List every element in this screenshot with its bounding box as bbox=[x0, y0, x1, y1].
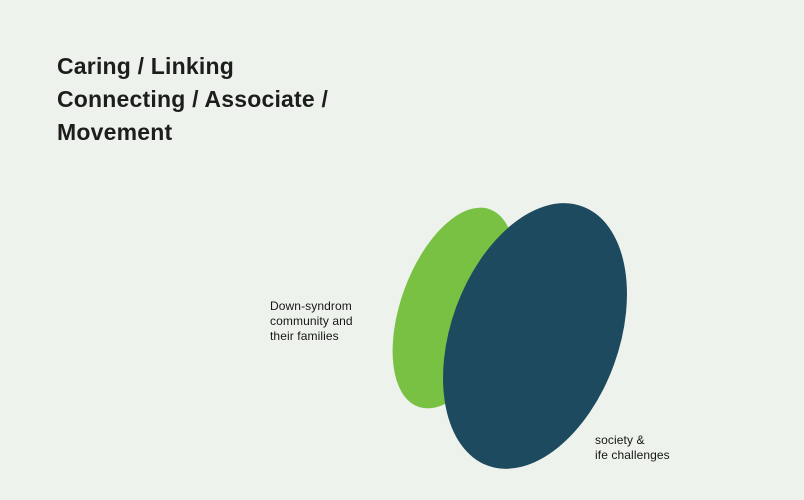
label-left-line-2: community and bbox=[270, 314, 353, 328]
label-left-line-3: their families bbox=[270, 329, 339, 343]
slide-title-line-2: Connecting / Associate / bbox=[57, 86, 329, 112]
dark-ellipse bbox=[443, 203, 627, 469]
label-right-line-1: society & bbox=[595, 433, 645, 447]
slide-title: Caring / Linking Connecting / Associate … bbox=[57, 50, 328, 149]
slide-title-line-1: Caring / Linking bbox=[57, 53, 234, 79]
label-society-challenges: society & ife challenges bbox=[595, 433, 670, 463]
label-left-line-1: Down-syndrom bbox=[270, 299, 352, 313]
slide-title-line-3: Movement bbox=[57, 119, 173, 145]
label-down-syndrome-community: Down-syndrom community and their familie… bbox=[270, 299, 353, 344]
label-right-line-2: ife challenges bbox=[595, 448, 670, 462]
